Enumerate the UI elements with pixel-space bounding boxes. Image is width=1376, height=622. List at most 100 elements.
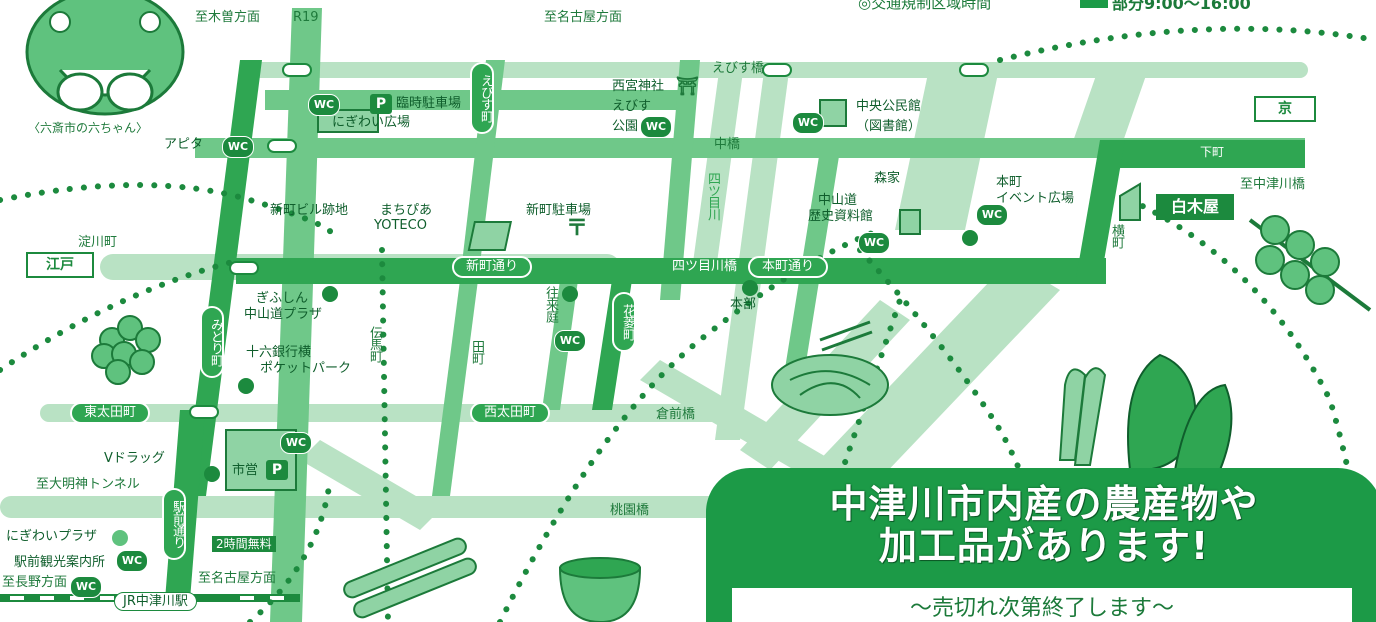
road-ebisu-machi: えびす町 — [470, 62, 494, 134]
road-nishi-ota: 西太田町 — [470, 402, 551, 424]
skewer-illustration — [343, 537, 477, 619]
midori-machi-road — [184, 60, 262, 496]
edo-sign: 江戸 — [26, 252, 94, 278]
bridge-kuramae: 倉前橋 — [656, 407, 696, 422]
place-juroku-bank-2: ポケットパーク — [260, 361, 352, 376]
place-library: （図書館） — [856, 119, 922, 134]
road-tamachi: 田町 — [469, 340, 484, 364]
traffic-lights — [189, 63, 989, 419]
place-nigiwai-hiroba: にぎわい広場 — [332, 115, 411, 130]
wc-icon: WC — [976, 204, 1008, 226]
place-ekimae-info: 駅前観光案内所 — [14, 555, 106, 570]
road-yodogawa-cho: 淀川町 — [78, 235, 118, 250]
mushroom-illustration — [1058, 367, 1107, 466]
road-honmachi-dori: 本町通り — [748, 256, 829, 278]
road-midori-machi: みどり町 — [200, 306, 224, 378]
notice-line-2: 加工品があります! — [878, 524, 1210, 568]
place-honmachi-event-2: イベント広場 — [996, 191, 1075, 206]
area-ourai-tei: 往来庭 — [543, 286, 558, 322]
place-v-drug: Vドラッグ — [104, 451, 165, 466]
gohei-mochi-illustration — [91, 315, 161, 385]
ourai-tei-spot-icon — [562, 286, 578, 302]
place-chuo-kominkan: 中央公民館 — [856, 99, 922, 114]
road-shinmachi-dori: 新町通り — [452, 256, 533, 278]
wc-icon: WC — [308, 94, 340, 116]
event-spot-icon — [962, 230, 978, 246]
place-machipia: まちぴあ — [380, 203, 433, 218]
place-yoteco: YOTECO — [374, 218, 427, 233]
road-yoko-machi: 横町 — [1109, 224, 1124, 248]
river-yotsume: 四ツ目川 — [705, 172, 720, 220]
nigiwai-plaza-spot-icon — [112, 530, 128, 546]
route-r19: R19 — [293, 10, 319, 25]
time-note: 部分9:00〜16:00 — [1112, 0, 1251, 13]
wc-icon: WC — [222, 136, 254, 158]
place-nishinomiya-shrine: 西宮神社 — [612, 79, 665, 94]
notice-subtitle-box: 〜売切れ次第終了します〜 — [730, 586, 1354, 622]
jr-nakatsugawa-station: JR中津川駅 — [114, 592, 197, 611]
shinmachi-dori-road — [236, 258, 1106, 284]
pocket-park-spot-icon — [238, 378, 254, 394]
place-nakasendo-museum-2: 歴史資料館 — [808, 209, 874, 224]
road-hanabishi-machi: 花菱町 — [612, 292, 636, 352]
yokomachi-road — [1075, 140, 1125, 284]
post-office-icon: 〒 — [566, 216, 589, 241]
wc-icon: WC — [792, 112, 824, 134]
bridge-momozono: 桃園橋 — [610, 503, 650, 518]
direction-kiso: 至木曽方面 — [195, 10, 261, 25]
place-shirakiya: 白木屋 — [1156, 194, 1234, 220]
wc-icon: WC — [280, 432, 312, 454]
place-shinmachi-parking: 新町駐車場 — [526, 203, 592, 218]
road-shimo-machi: 下町 — [1200, 145, 1225, 159]
kyo-sign: 京 — [1254, 96, 1316, 122]
soup-bowl-illustration — [558, 557, 642, 622]
road-ekimae-dori: 駅前通り — [162, 488, 186, 560]
wc-icon: WC — [640, 116, 672, 138]
place-nakasendo-museum-1: 中山道 — [818, 193, 858, 208]
v-drug-spot-icon — [204, 466, 220, 482]
notice-line-1: 中津川市内産の農産物や — [829, 482, 1259, 526]
parking-icon: P — [370, 94, 392, 114]
place-juroku-bank-1: 十六銀行横 — [246, 345, 312, 360]
bridge-yotsume: 四ツ目川橋 — [672, 259, 738, 274]
shimomachi-road — [1100, 140, 1305, 168]
noodle-plate-illustration — [771, 320, 889, 416]
gifu-shinkin-spot-icon — [322, 286, 338, 302]
shrine-icon: ⛩ — [676, 76, 699, 97]
place-gifu-shinkin-2: 中山道プラザ — [244, 307, 323, 322]
mascot-rokuchan-icon — [25, 0, 185, 116]
place-temp-parking: 臨時駐車場 — [396, 96, 462, 111]
place-shinmachi-building-site: 新町ビル跡地 — [270, 203, 349, 218]
traffic-legend-swatch — [1080, 0, 1108, 8]
mascot-caption: 〈六斎市の六ちゃん〉 — [28, 121, 149, 135]
direction-nagoya-bottom: 至名古屋方面 — [198, 571, 277, 586]
yotsume-river-west — [692, 64, 744, 270]
place-apita: アピタ — [164, 137, 204, 152]
road-denma-cho: 伝馬町 — [367, 326, 382, 362]
place-gifu-shinkin-1: ぎふしん — [256, 291, 309, 306]
wc-icon: WC — [116, 550, 148, 572]
place-shiei-parking: 市営 — [232, 463, 259, 478]
wc-icon: WC — [858, 232, 890, 254]
direction-nagano: 至長野方面 — [2, 575, 68, 590]
wc-icon: WC — [70, 576, 102, 598]
place-ebisu-park-2: 公園 — [612, 119, 639, 134]
bridge-naka: 中橋 — [714, 137, 741, 152]
road-higashi-ota: 東太田町 — [70, 402, 151, 424]
place-moriya: 森家 — [874, 171, 901, 186]
honbu-spot-icon — [742, 280, 758, 296]
traffic-control-note: ◎交通規制区域時間 — [858, 0, 992, 12]
place-honmachi-event-1: 本町 — [996, 175, 1023, 190]
dango-illustration — [1248, 215, 1372, 312]
place-nigiwai-plaza: にぎわいプラザ — [6, 529, 98, 544]
produce-notice-panel: 中津川市内産の農産物や 加工品があります! 〜売切れ次第終了します〜 — [706, 468, 1376, 622]
two-hours-free-badge: 2時間無料 — [212, 536, 276, 552]
direction-daimyojin-tunnel: 至大明神トンネル — [36, 477, 140, 492]
bridge-ebisu: えびす橋 — [712, 61, 765, 76]
wc-icon: WC — [554, 330, 586, 352]
direction-nagoya-top: 至名古屋方面 — [544, 10, 623, 25]
notice-subtitle: 〜売切れ次第終了します〜 — [909, 596, 1174, 621]
naka-bashi-road — [195, 138, 1305, 158]
place-honbu: 本部 — [730, 297, 757, 312]
